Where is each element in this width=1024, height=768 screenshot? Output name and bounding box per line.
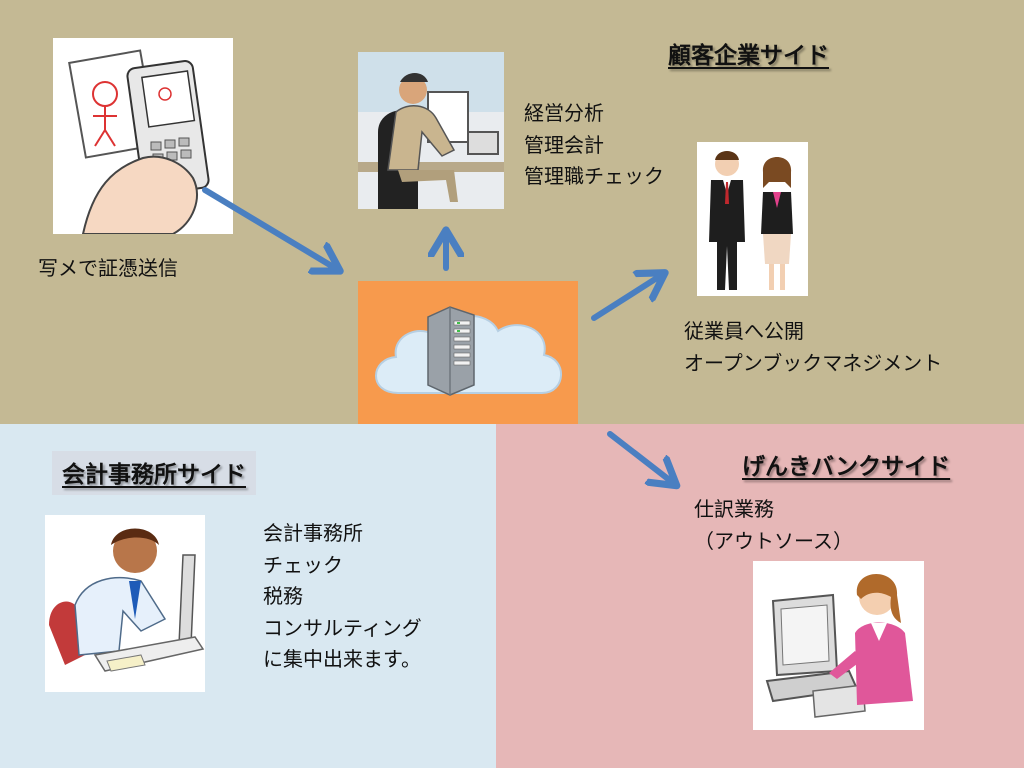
accounting-line: コンサルティング: [263, 615, 422, 640]
phone-receipt-illustration: [53, 38, 233, 234]
arrow-server-to-bank: [607, 431, 672, 482]
accounting-office-heading: 会計事務所サイド: [52, 451, 256, 495]
management-text: 経営分析 管理会計 管理職チェック: [524, 98, 664, 193]
bank-operator-illustration: [753, 561, 924, 730]
photo-upload-label: 写メで証憑送信: [38, 256, 178, 280]
accountant-illustration: [45, 515, 205, 692]
bank-text: 仕訳業務 （アウトソース）: [694, 494, 853, 557]
bank-line: （アウトソース）: [694, 528, 853, 553]
accounting-line: 会計事務所: [263, 521, 363, 545]
bank-line: 仕訳業務: [694, 497, 774, 521]
employees-line: 従業員へ公開: [684, 319, 804, 343]
cloud-server-box: [358, 281, 578, 424]
accounting-line: チェック: [263, 552, 343, 577]
management-line: 管理会計: [524, 132, 604, 157]
customer-side-heading: 顧客企業サイド: [668, 43, 829, 69]
arrow-photo-to-server: [202, 187, 335, 268]
cloud-server-icon: [375, 306, 562, 396]
management-line: 管理職チェック: [524, 164, 664, 188]
arrow-server-to-employees: [591, 276, 660, 321]
employees-line: オープンブックマネジメント: [684, 350, 943, 375]
management-line: 経営分析: [524, 101, 604, 125]
accounting-line: 税務: [263, 584, 303, 608]
genki-bank-heading: げんきバンクサイド: [742, 454, 951, 480]
employees-text: 従業員へ公開 オープンブックマネジメント: [684, 316, 942, 379]
manager-desk-illustration: [358, 52, 504, 209]
employees-illustration: [697, 142, 808, 296]
accounting-line: に集中出来ます。: [263, 647, 421, 671]
accounting-office-text: 会計事務所 チェック 税務 コンサルティング に集中出来ます。: [263, 518, 422, 676]
